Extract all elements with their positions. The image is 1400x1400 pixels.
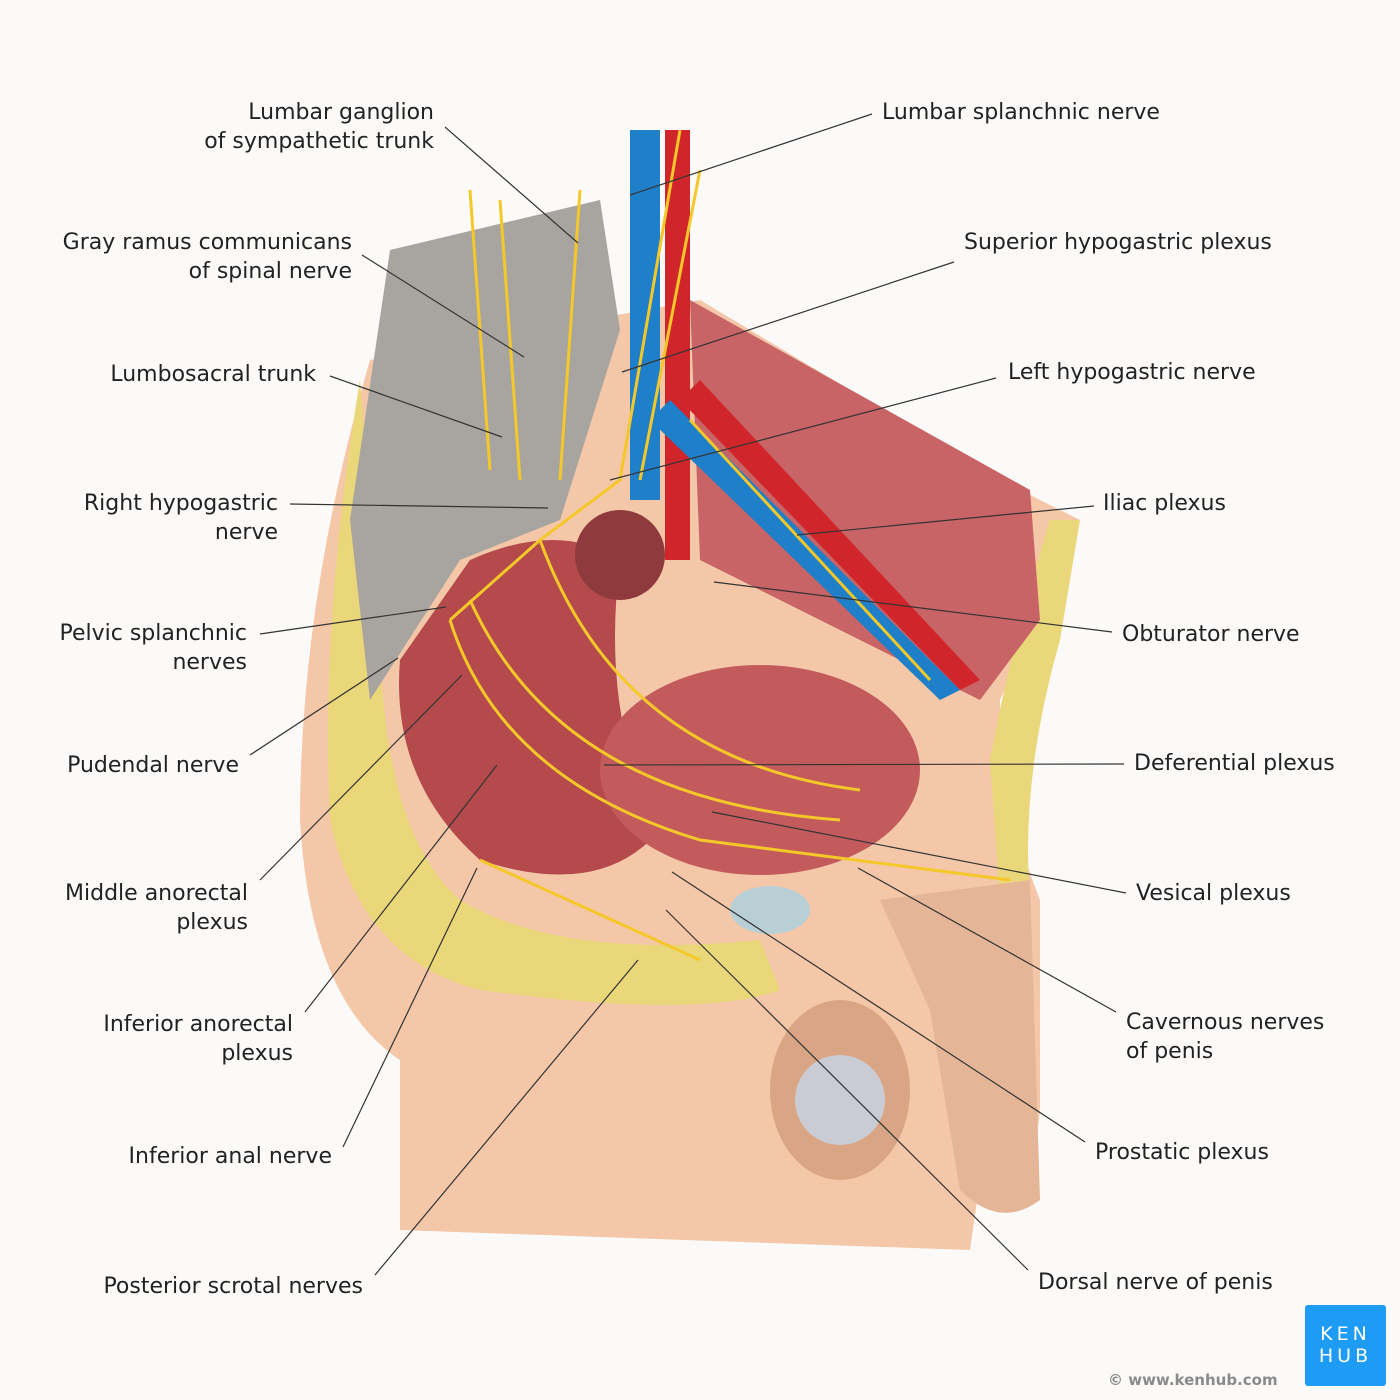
label-line: Lumbar splanchnic nerve bbox=[882, 100, 1160, 125]
label-line: of penis bbox=[1126, 1039, 1214, 1064]
copyright-watermark: © www.kenhub.com bbox=[1108, 1371, 1278, 1389]
label-line: Pudendal nerve bbox=[67, 753, 239, 778]
testis bbox=[795, 1055, 885, 1145]
label-line: Deferential plexus bbox=[1134, 751, 1335, 776]
label-inferior-anorectal: Inferior anorectal plexus bbox=[103, 1010, 293, 1068]
label-dorsal-nerve-penis: Dorsal nerve of penis bbox=[1038, 1268, 1273, 1297]
label-line: Inferior anal nerve bbox=[128, 1144, 332, 1169]
label-line: nerves bbox=[172, 650, 247, 675]
label-middle-anorectal: Middle anorectal plexus bbox=[65, 879, 248, 937]
label-cavernous-nerves: Cavernous nerves of penis bbox=[1126, 1008, 1324, 1066]
label-lumbosacral-trunk: Lumbosacral trunk bbox=[110, 360, 316, 389]
label-deferential-plexus: Deferential plexus bbox=[1134, 749, 1335, 778]
label-line: of sympathetic trunk bbox=[204, 129, 434, 154]
label-prostatic-plexus: Prostatic plexus bbox=[1095, 1138, 1269, 1167]
pubic-symphysis bbox=[730, 886, 810, 934]
label-pudendal-nerve: Pudendal nerve bbox=[67, 751, 239, 780]
label-line: Lumbosacral trunk bbox=[110, 362, 316, 387]
logo-line: HUB bbox=[1318, 1345, 1373, 1367]
label-obturator-nerve: Obturator nerve bbox=[1122, 620, 1300, 649]
logo-line: KEN bbox=[1320, 1323, 1371, 1345]
label-line: Middle anorectal bbox=[65, 881, 248, 906]
label-line: Posterior scrotal nerves bbox=[103, 1274, 363, 1299]
label-line: Cavernous nerves bbox=[1126, 1010, 1325, 1035]
label-vesical-plexus: Vesical plexus bbox=[1136, 879, 1291, 908]
sigmoid-colon bbox=[575, 510, 665, 600]
label-superior-hypogastric: Superior hypogastric plexus bbox=[964, 228, 1272, 257]
label-line: Superior hypogastric plexus bbox=[964, 230, 1272, 255]
label-right-hypogastric-nerve: Right hypogastric nerve bbox=[84, 489, 278, 547]
label-left-hypogastric: Left hypogastric nerve bbox=[1008, 358, 1256, 387]
rectum bbox=[399, 540, 660, 875]
iliac-artery bbox=[680, 380, 980, 690]
label-posterior-scrotal: Posterior scrotal nerves bbox=[103, 1272, 363, 1301]
label-inferior-anal-nerve: Inferior anal nerve bbox=[129, 1142, 332, 1171]
fat-layer-right bbox=[990, 520, 1080, 900]
vena-cava bbox=[630, 130, 660, 500]
label-line: plexus bbox=[221, 1041, 293, 1066]
bladder bbox=[600, 665, 920, 875]
nerves bbox=[448, 129, 1011, 962]
label-line: plexus bbox=[176, 910, 248, 935]
iliac-vein bbox=[650, 400, 960, 700]
label-lumbar-ganglion: Lumbar ganglion of sympathetic trunk bbox=[204, 98, 434, 156]
fat-layer bbox=[328, 380, 780, 1005]
penis bbox=[880, 880, 1040, 1213]
label-line: Obturator nerve bbox=[1122, 622, 1300, 647]
pelvic-wall-muscle bbox=[690, 300, 1040, 700]
label-line: Left hypogastric nerve bbox=[1008, 360, 1256, 385]
label-line: Gray ramus communicans bbox=[62, 230, 352, 255]
label-line: Vesical plexus bbox=[1136, 881, 1291, 906]
label-line: Pelvic splanchnic bbox=[59, 621, 247, 646]
label-line: Dorsal nerve of penis bbox=[1038, 1270, 1273, 1295]
label-line: Lumbar ganglion bbox=[248, 100, 434, 125]
label-line: of spinal nerve bbox=[188, 259, 352, 284]
leader-lines bbox=[249, 113, 1127, 1276]
label-lumbar-splanchnic: Lumbar splanchnic nerve bbox=[882, 98, 1160, 127]
label-line: Iliac plexus bbox=[1103, 491, 1226, 516]
label-gray-ramus: Gray ramus communicans of spinal nerve bbox=[63, 228, 352, 286]
label-line: Prostatic plexus bbox=[1095, 1140, 1269, 1165]
label-line: nerve bbox=[214, 520, 278, 545]
label-line: Right hypogastric bbox=[83, 491, 278, 516]
sacrum bbox=[350, 200, 620, 700]
label-iliac-plexus: Iliac plexus bbox=[1103, 489, 1226, 518]
label-pelvic-splanchnic: Pelvic splanchnic nerves bbox=[59, 619, 247, 677]
label-line: Inferior anorectal bbox=[103, 1012, 293, 1037]
